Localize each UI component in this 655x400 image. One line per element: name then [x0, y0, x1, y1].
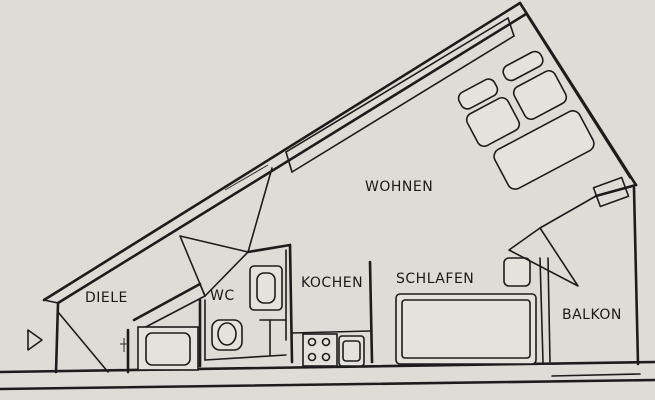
entrance-door [27, 301, 109, 374]
wc-walls [179, 167, 294, 368]
balkon-rail [551, 186, 641, 377]
room-label-diele: DIELE [85, 290, 128, 306]
room-label-wohnen: WOHNEN [365, 179, 433, 195]
kochen-walls [291, 260, 374, 364]
shower-tray [137, 326, 199, 371]
toilet-bowl [211, 319, 243, 351]
nightstand [503, 257, 531, 287]
room-label-balkon: BALKON [562, 307, 622, 323]
bottom-wall [0, 360, 655, 391]
bed [395, 293, 537, 365]
window-band [224, 17, 515, 191]
room-label-wc: WC [210, 288, 235, 304]
sofa-group [457, 50, 595, 190]
stove [302, 333, 338, 367]
room-label-schlafen: SCHLAFEN [396, 271, 474, 287]
balkon-door [508, 176, 638, 363]
wc-sink [249, 265, 283, 311]
room-label-kochen: KOCHEN [301, 275, 363, 291]
kitchen-sink [338, 335, 365, 367]
right-outer-wall [518, 1, 638, 187]
outer-diagonal-wall [42, 1, 528, 305]
